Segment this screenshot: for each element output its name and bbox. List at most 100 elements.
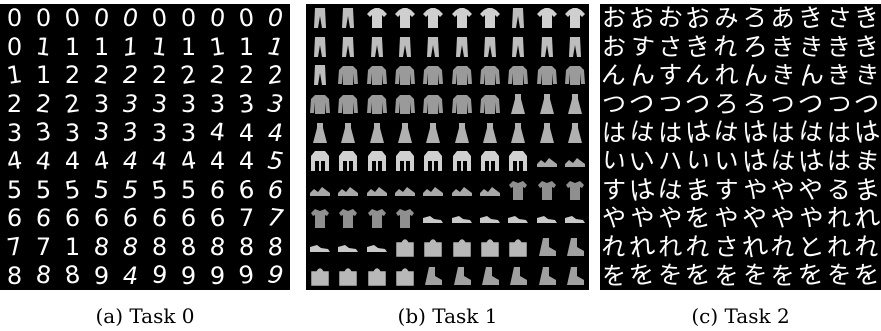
- digit-cell: 8: [238, 233, 255, 262]
- digit-cell: 2: [122, 61, 139, 90]
- digit-cell: 5: [35, 175, 52, 204]
- digit-cell: 8: [34, 260, 53, 290]
- kana-cell: を: [740, 259, 769, 290]
- digit-cell: 2: [178, 60, 199, 91]
- digit-cell: 0: [35, 4, 52, 33]
- dress-icon: [561, 90, 589, 119]
- bag-icon: [447, 233, 475, 262]
- digit-cell: 1: [150, 32, 169, 62]
- digit-cell: 6: [150, 203, 169, 234]
- digit-cell: 9: [180, 261, 197, 290]
- digit-cell: 8: [122, 233, 139, 262]
- tshirt-icon: [447, 4, 475, 33]
- digit-cell: 2: [62, 89, 83, 120]
- trousers-icon: [419, 33, 447, 62]
- task-2-caption: (c) Task 2: [691, 304, 790, 328]
- digit-cell: 6: [208, 175, 227, 205]
- pullover-icon: [419, 61, 447, 90]
- sneaker-icon: [363, 233, 391, 262]
- digit-cell: 9: [236, 260, 257, 290]
- kana-cell: さ: [658, 32, 683, 61]
- digit-cell: 0: [267, 4, 284, 33]
- kana-cell: を: [851, 259, 881, 290]
- digit-cell: 8: [208, 232, 227, 262]
- dress-icon: [476, 118, 504, 147]
- digit-cell: 3: [236, 89, 257, 120]
- digit-cell: 8: [178, 232, 199, 263]
- coat-icon: [334, 147, 362, 176]
- sandal-icon: [476, 176, 504, 205]
- pullover-icon: [419, 90, 447, 119]
- dress-icon: [504, 118, 532, 147]
- digit-cell: 3: [120, 117, 141, 148]
- trousers-icon: [504, 33, 532, 62]
- coat-icon: [306, 147, 334, 176]
- digit-cell: 3: [33, 117, 54, 148]
- digit-cell: 9: [150, 260, 169, 290]
- sneaker-icon: [561, 204, 589, 233]
- pullover-icon: [561, 61, 589, 90]
- kana-cell: や: [602, 204, 627, 233]
- digit-cell: 1: [207, 31, 228, 62]
- digit-cell: 4: [209, 147, 226, 176]
- trousers-icon: [306, 4, 334, 33]
- tshirt-icon: [391, 4, 419, 33]
- digit-cell: 4: [122, 261, 139, 290]
- digit-cell: 4: [122, 147, 139, 176]
- sandal-icon: [532, 147, 560, 176]
- pullover-icon: [363, 90, 391, 119]
- digit-cell: 4: [178, 146, 199, 177]
- digit-cell: 4: [91, 146, 112, 177]
- digit-cell: 4: [34, 146, 53, 177]
- coat-icon: [419, 147, 447, 176]
- kana-cell: ハ: [658, 147, 683, 176]
- digit-cell: 8: [62, 260, 83, 290]
- digit-cell: 9: [93, 261, 110, 290]
- pullover-icon: [334, 61, 362, 90]
- kana-cell: れ: [826, 204, 851, 233]
- kana-cell: ろ: [714, 90, 739, 119]
- digit-cell: 3: [93, 90, 110, 119]
- dress-icon: [561, 118, 589, 147]
- coat-icon: [447, 147, 475, 176]
- digit-cell: 3: [6, 118, 23, 147]
- digit-cell: 1: [34, 32, 53, 62]
- shirt-icon: [334, 204, 362, 233]
- digit-cell: 3: [209, 90, 226, 119]
- digit-cell: 2: [238, 61, 255, 90]
- sandal-icon: [306, 176, 334, 205]
- ankle-boot-icon: [476, 261, 504, 290]
- kana-cell: れ: [658, 233, 683, 262]
- pullover-icon: [391, 61, 419, 90]
- digit-cell: 6: [180, 204, 197, 233]
- kana-cell: は: [770, 118, 795, 147]
- digit-cell: 5: [180, 175, 197, 204]
- ankle-boot-icon: [561, 233, 589, 262]
- pullover-icon: [476, 61, 504, 90]
- sneaker-icon: [419, 204, 447, 233]
- pullover-icon: [334, 90, 362, 119]
- digit-cell: 2: [6, 90, 23, 119]
- digit-cell: 5: [122, 175, 139, 204]
- digit-cell: 0: [149, 4, 170, 34]
- digit-cell: 8: [6, 261, 23, 290]
- digit-cell: 3: [151, 118, 168, 147]
- digit-cell: 3: [266, 89, 285, 119]
- sandal-icon: [334, 176, 362, 205]
- pullover-icon: [447, 90, 475, 119]
- digit-cell: 6: [64, 204, 81, 233]
- sneaker-icon: [476, 204, 504, 233]
- digit-cell: 1: [266, 32, 285, 62]
- trousers-icon: [561, 33, 589, 62]
- digit-cell: 5: [62, 174, 83, 205]
- bag-icon: [419, 233, 447, 262]
- digit-cell: 8: [92, 232, 111, 262]
- kana-cell: あ: [770, 4, 795, 33]
- trousers-icon: [504, 4, 532, 33]
- kana-cell: き: [826, 32, 851, 61]
- digit-cell: 5: [266, 146, 285, 177]
- digit-cell: 7: [266, 203, 285, 234]
- trousers-icon: [447, 33, 475, 62]
- digit-cell: 4: [4, 146, 25, 177]
- coat-icon: [504, 147, 532, 176]
